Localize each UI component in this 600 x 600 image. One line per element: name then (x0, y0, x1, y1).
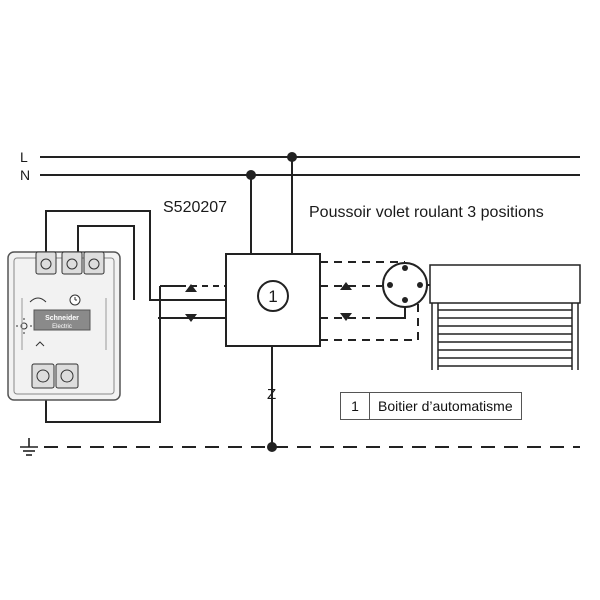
box-number: 1 (268, 287, 277, 306)
label-z: Z (267, 386, 276, 403)
label-n: N (20, 167, 30, 183)
earth-icon (20, 438, 38, 456)
down-arrow-right (340, 313, 352, 321)
brand-panel (33, 309, 91, 331)
up-arrow-right (340, 282, 352, 290)
legend-number: 1 (341, 393, 370, 419)
top-terminals (35, 251, 105, 275)
device-reference: S520207 (163, 199, 227, 216)
bottom-terminals (31, 363, 79, 389)
sun-icon (16, 318, 32, 334)
legend: 1 Boitier d’automatisme (340, 392, 522, 420)
brand-top: Schneider (45, 315, 79, 322)
legend-text: Boitier d’automatisme (378, 398, 513, 414)
brand-bottom: Electric (52, 324, 72, 330)
label-l: L (20, 149, 28, 165)
box-number-circle (257, 280, 289, 312)
up-arrow-left (185, 284, 197, 292)
down-arrow-left (185, 314, 197, 322)
switch-module: Schneider Electric (7, 251, 121, 401)
roller-shutter (429, 264, 581, 370)
diagram-title: Poussoir volet roulant 3 positions (309, 204, 544, 221)
timer-icon (69, 294, 81, 306)
